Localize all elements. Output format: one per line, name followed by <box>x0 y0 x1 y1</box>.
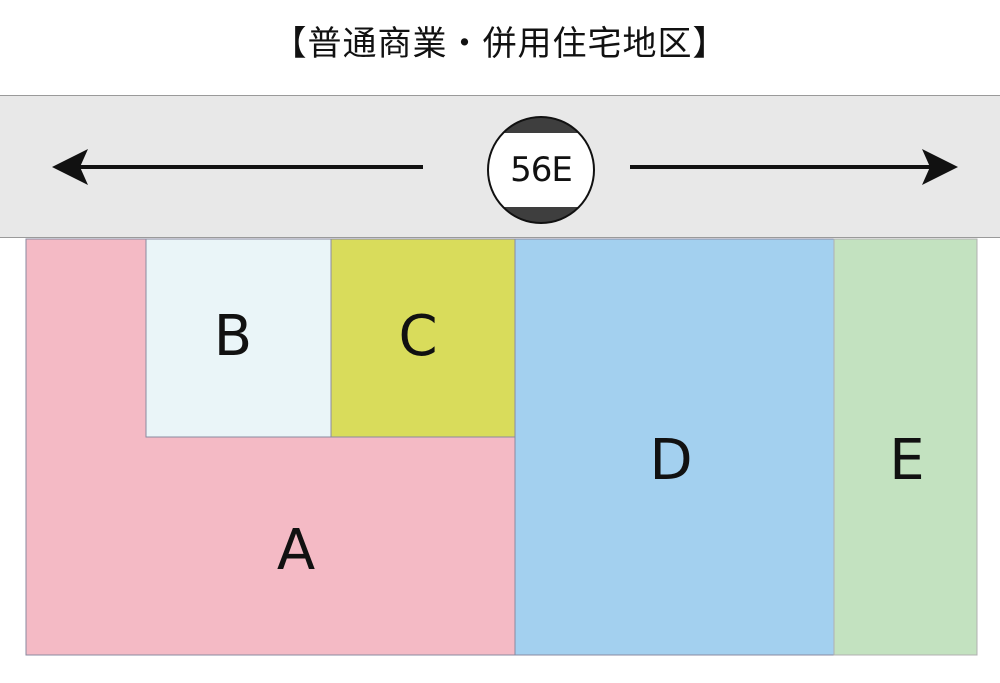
page-title: 【普通商業・併用住宅地区】 <box>272 24 728 64</box>
arrow-right-icon <box>630 149 958 185</box>
lot-e <box>833 238 978 656</box>
lot-b-label: B <box>213 304 253 369</box>
road: 56E <box>0 95 1000 238</box>
lot-c-label: C <box>398 304 438 369</box>
route-shield-icon <box>487 116 595 224</box>
lot-b <box>145 238 332 438</box>
lot-a-label: A <box>276 518 316 583</box>
arrow-left-icon <box>52 149 423 185</box>
lot-d-label: D <box>649 428 693 493</box>
lot-d <box>514 238 835 656</box>
road-arrows <box>52 149 958 185</box>
route-badge: 56E <box>486 115 596 225</box>
route-badge-label: 56E <box>510 150 573 190</box>
lot-e-label: E <box>889 428 925 493</box>
lot-c <box>330 238 516 438</box>
